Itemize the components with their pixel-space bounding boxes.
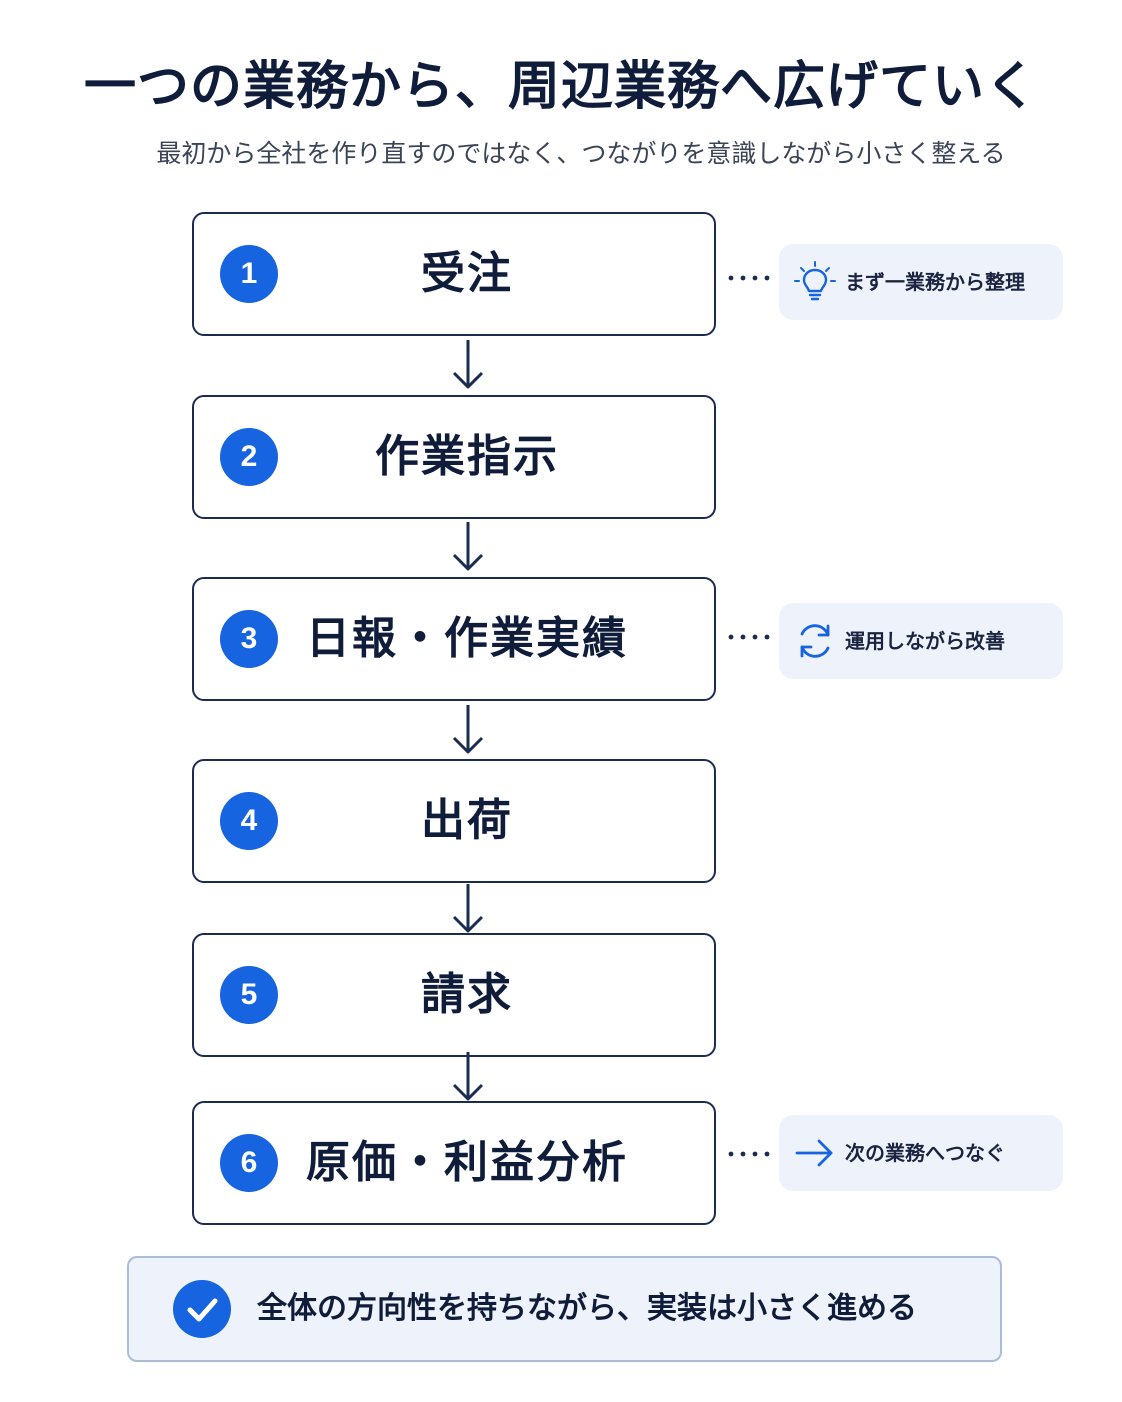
step-label: 請求: [421, 969, 513, 1020]
summary-text: 全体の方向性を持ちながら、実装は小さく進める: [257, 1291, 917, 1326]
flow-step-5: 5 請求: [192, 933, 716, 1057]
step-label: 受注: [421, 248, 513, 299]
note-card-start: まず一業務から整理: [779, 244, 1063, 320]
step-number-badge: 1: [220, 245, 278, 303]
summary-banner: 全体の方向性を持ちながら、実装は小さく進める: [127, 1256, 1002, 1362]
arrow-down-icon: [452, 340, 484, 389]
note-text: 運用しながら改善: [845, 629, 1005, 653]
page-subtitle: 最初から全社を作り直すのではなく、つながりを意識しながら小さく整える: [156, 139, 1006, 168]
step-label: 原価・利益分析: [306, 1137, 628, 1188]
refresh-icon: [800, 624, 830, 658]
note-card-next: 次の業務へつなぐ: [779, 1115, 1063, 1191]
flow-step-4: 4 出荷: [192, 759, 716, 883]
step-number-badge: 5: [220, 966, 278, 1024]
step-number-badge: 3: [220, 610, 278, 668]
step-label: 出荷: [421, 795, 513, 846]
check-icon: [173, 1280, 231, 1338]
arrow-down-icon: [452, 705, 484, 754]
flow-step-2: 2 作業指示: [192, 395, 716, 519]
note-card-improve: 運用しながら改善: [779, 603, 1063, 679]
step-number-badge: 4: [220, 792, 278, 850]
step-label: 日報・作業実績: [306, 613, 628, 664]
arrow-down-icon: [452, 522, 484, 571]
note-text: まず一業務から整理: [845, 270, 1025, 294]
arrow-down-icon: [452, 884, 484, 933]
flow-step-1: 1 受注: [192, 212, 716, 336]
lightbulb-icon: [794, 261, 836, 301]
arrow-right-icon: [795, 1139, 833, 1167]
page-title: 一つの業務から、周辺業務へ広げていく: [83, 57, 1038, 117]
dotted-connector: [728, 1151, 770, 1157]
step-number-badge: 2: [220, 428, 278, 486]
note-text: 次の業務へつなぐ: [845, 1141, 1005, 1165]
flow-step-3: 3 日報・作業実績: [192, 577, 716, 701]
dotted-connector: [728, 275, 770, 281]
flow-step-6: 6 原価・利益分析: [192, 1101, 716, 1225]
step-label: 作業指示: [375, 431, 559, 482]
step-number-badge: 6: [220, 1134, 278, 1192]
dotted-connector: [728, 634, 770, 640]
arrow-down-icon: [452, 1052, 484, 1101]
